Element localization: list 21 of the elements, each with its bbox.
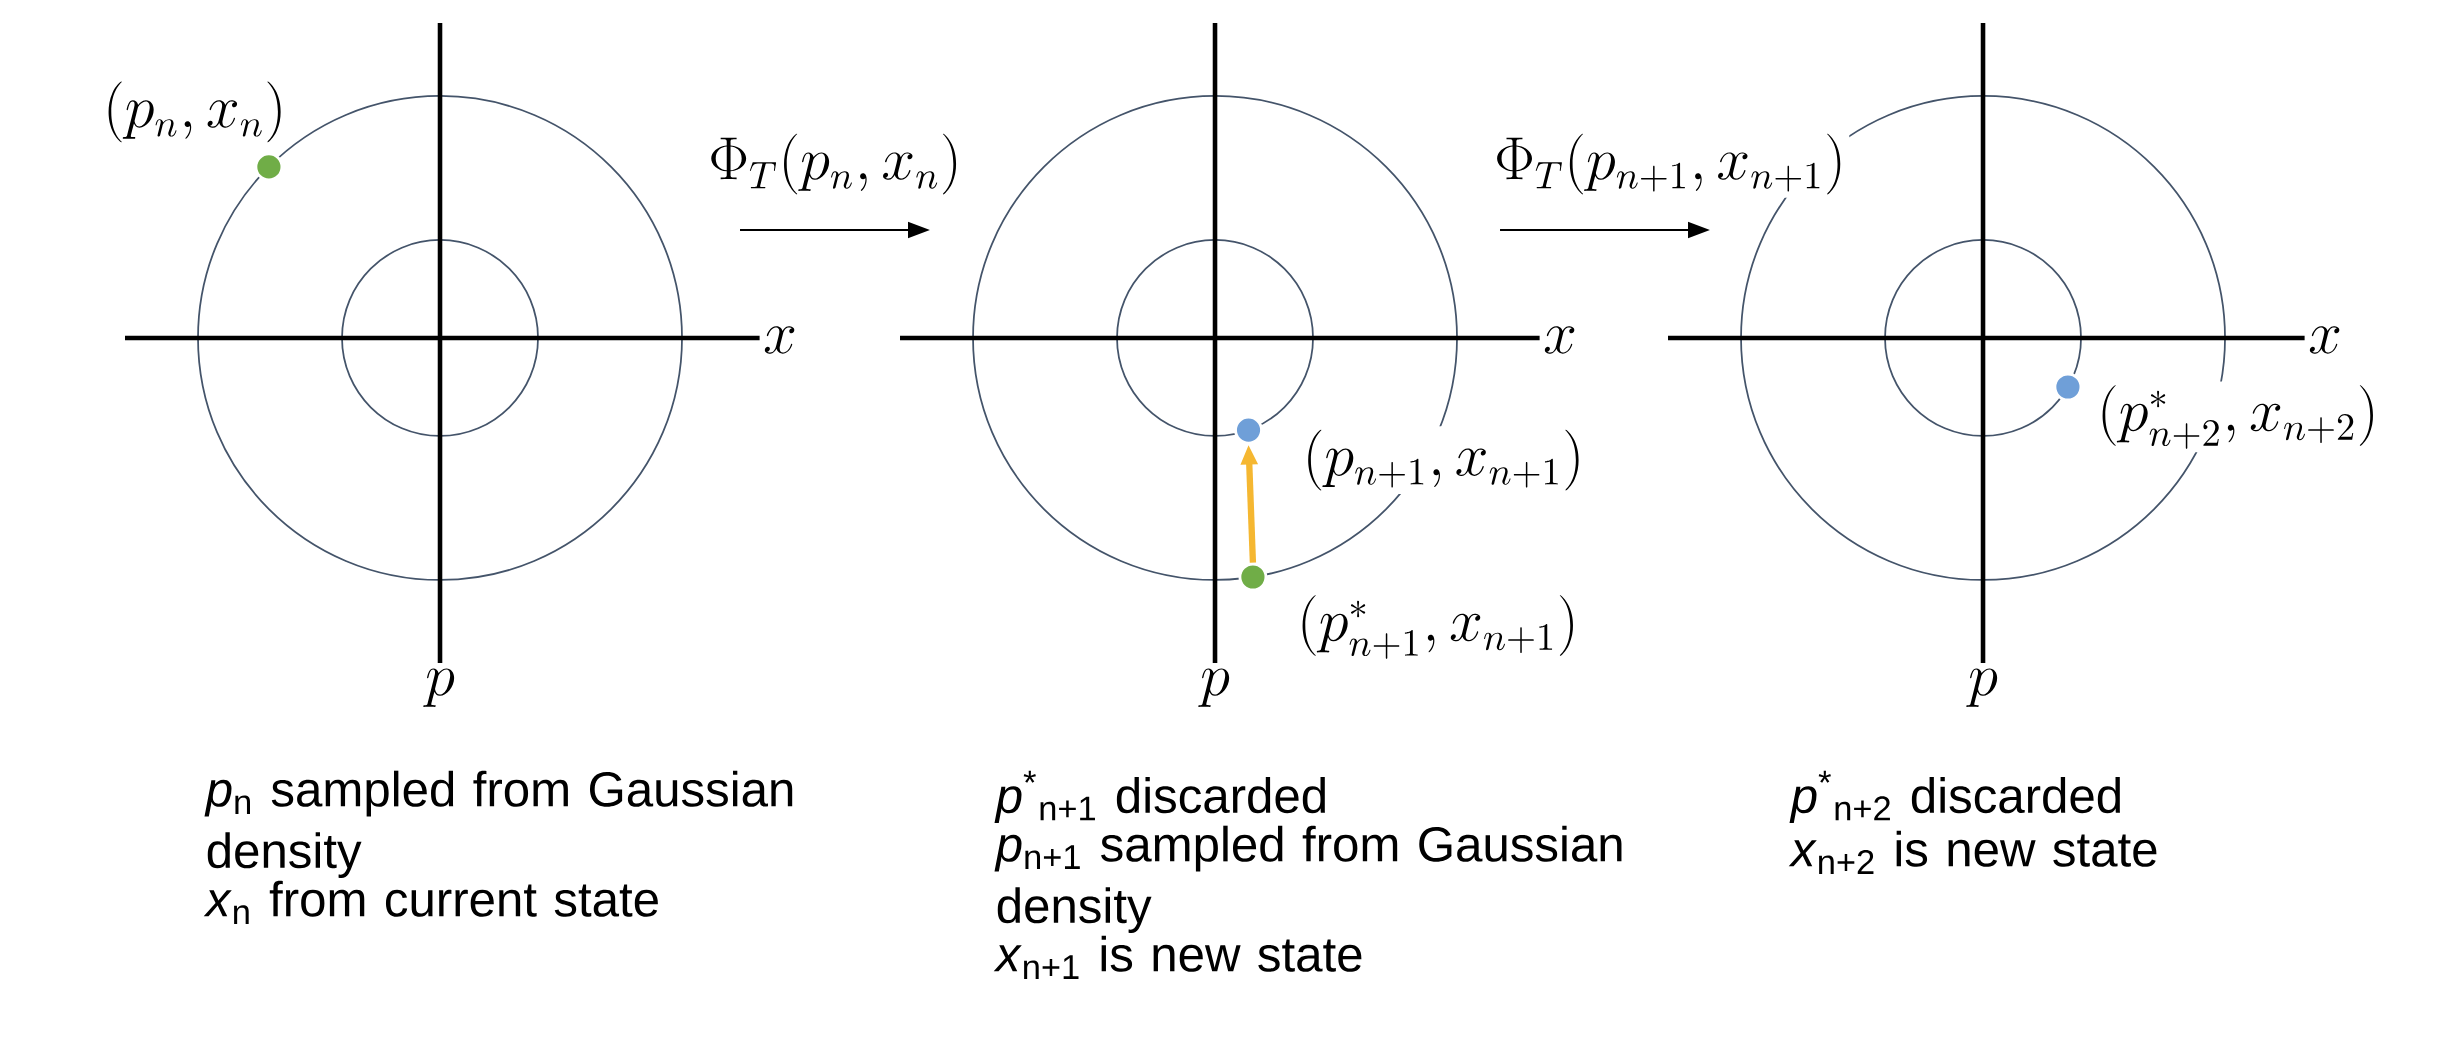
axis-label: $x$ (1539, 323, 1581, 357)
description-text: x$_{n}$ from current state (203, 880, 658, 924)
description-text: x$_{n+2}$ is new state (1788, 830, 2157, 874)
axis-label: $p$ (421, 665, 459, 711)
description-text: x$_{n+1}$ is new state (993, 935, 1362, 979)
axis-label: $x$ (759, 323, 801, 357)
point-label: $(p^*_{n+2}, x_{n+2})$ (2093, 381, 2382, 453)
axis-label: $p$ (1964, 665, 2002, 711)
point-marker (254, 152, 284, 182)
point-marker (2053, 372, 2083, 402)
map-label: $\Phi_T(p_{n+1}, x_{n+1})$ (1490, 130, 1850, 198)
point-label: $(p^*_{n+1}, x_{n+1})$ (1293, 591, 1582, 663)
point-label: $(p_n, x_n)$ (99, 78, 290, 146)
axis-label: $x$ (2304, 323, 2346, 357)
point-marker (1238, 562, 1268, 592)
point-marker (1234, 415, 1263, 445)
description-text: p$^{*}$$_{n+1}$ discarded (994, 770, 1325, 823)
description-text: p$^{*}$$_{n+2}$ discarded (1789, 770, 2120, 823)
axis-label: $p$ (1196, 665, 1234, 711)
map-label: $\Phi_T(p_n, x_n)$ (704, 130, 966, 198)
point-label: $(p_{n+1}, x_{n+1})$ (1299, 426, 1588, 494)
